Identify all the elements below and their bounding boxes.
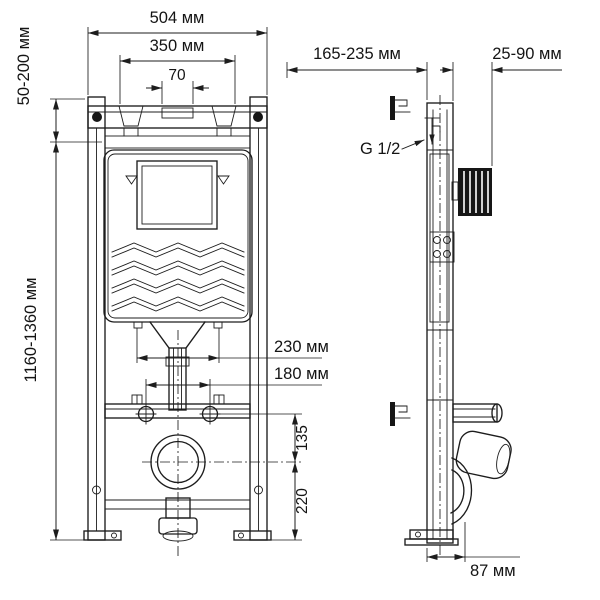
vent-mark-right [217,175,230,185]
dim-plate-depth: 25-90 мм [492,45,561,63]
thread-label: G 1/2 [360,140,400,158]
dim-pipe-width: 70 [168,67,186,84]
front-view [83,96,302,556]
dim-fixing-alt: 230 мм [274,338,329,356]
side-foot [404,529,459,546]
cistern-tank [103,149,253,329]
foot-plate-left [83,530,122,541]
flush-actuator-knob [451,168,492,216]
flush-pipe [149,321,206,411]
side-view [390,95,512,555]
mount-hole-left [92,112,102,122]
cistern-nub-right [213,321,223,329]
dim-wall-depth: 165-235 мм [313,45,401,63]
dim-frame-height: 1160-1360 мм [22,278,40,383]
mount-hole-right [253,112,263,122]
side-dimensions: 165-235 мм 25-90 мм G 1/2 87 мм [286,45,562,580]
fixing-bolt-left-230 [131,394,143,405]
hanger-bracket-left [118,105,144,127]
dim-trap-offset: 87 мм [470,562,516,580]
hanger-bracket-right [211,105,237,127]
dim-outer-width: 504 мм [150,9,205,27]
drain-trap [450,457,473,525]
wall-bracket-bottom [390,402,411,426]
dim-outlet-height: 220 [294,488,311,514]
frame-rails [87,96,268,541]
front-dimensions: 504 мм 350 мм 70 50-200 мм 1160-1360 мм … [15,9,329,541]
fixing-stud-left-180 [135,403,157,425]
cistern-nub-left [133,321,143,329]
top-crossbar [87,105,268,149]
inlet-stub-pipe [452,403,503,423]
dim-top-adjust: 50-200 мм [15,27,33,106]
wall-bracket-top [390,96,411,120]
vent-mark-left [125,175,138,185]
fixing-bolt-right-230 [213,394,225,405]
dim-fixing-std: 180 мм [274,365,329,383]
bottom-members [83,497,272,542]
foot-plate-right [233,530,272,541]
dim-outlet-offset: 135 [294,425,311,451]
dim-inner-width: 350 мм [150,37,205,55]
side-fixing-bolts [429,231,455,263]
outlet-barrel [455,430,512,480]
water-level-waves [111,242,245,312]
cistern-access-window [136,160,218,230]
